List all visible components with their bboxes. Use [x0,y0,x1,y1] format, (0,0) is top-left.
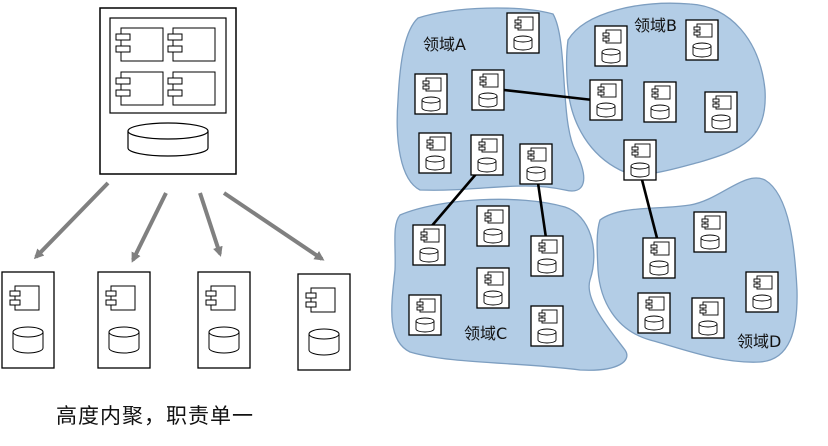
service-c-3 [530,235,564,277]
service-a-2 [414,73,448,115]
service-d-4 [637,292,671,334]
service-a-3 [471,69,505,111]
service-c-5 [408,294,442,336]
arrow-1 [33,181,110,260]
service-c-1 [476,205,510,247]
service-c-6 [530,305,564,347]
arrow-2 [131,192,168,263]
monolith-component-1 [115,27,164,62]
service-b-1 [594,25,628,67]
service-b-4 [643,81,677,123]
service-d-1 [693,211,727,253]
arrow-3 [198,192,223,257]
service-c-2 [412,224,446,266]
monolith-component-3 [115,71,164,106]
service-a-6 [519,143,553,185]
domain-label-d: 领域D [737,332,781,351]
service-box-1 [1,271,55,369]
monolith-database-icon [127,122,209,157]
domain-label-c: 领域C [464,324,507,343]
domain-label-b: 领域B [634,16,677,35]
connection-a-c-2 [535,175,548,239]
service-a-4 [418,132,452,174]
diagram-caption: 高度内聚，职责单一 [56,404,254,428]
connection-a-b [503,88,594,102]
service-box-3 [197,271,251,369]
monolith-component-4 [167,71,216,106]
service-box-4 [297,273,351,371]
service-a-5 [470,134,504,176]
service-d-3 [745,271,779,313]
service-box-2 [97,271,151,369]
connection-b-d [638,171,660,243]
split-arrows [33,181,325,263]
service-d-5 [691,297,725,339]
service-b-3 [589,79,623,121]
domain-label-a: 领域A [423,35,466,54]
monolith-box [99,7,237,175]
service-a-1 [506,12,540,54]
arrow-4 [222,191,325,261]
service-b-5 [704,91,738,133]
service-c-4 [476,267,510,309]
service-d-2 [642,237,676,279]
monolith-component-2 [167,27,216,62]
service-b-6 [623,139,657,181]
service-b-2 [685,19,719,61]
